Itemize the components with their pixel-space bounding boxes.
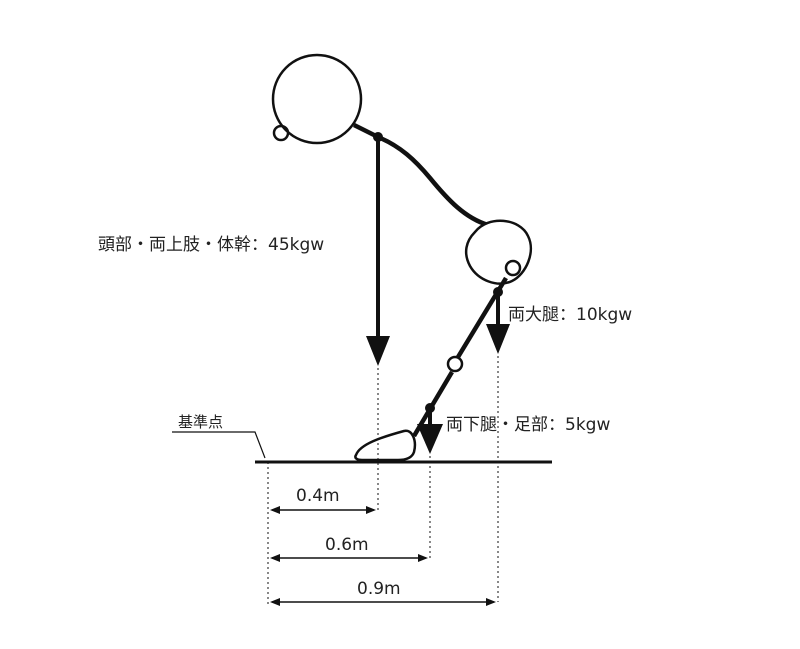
dimension-line-1	[270, 506, 376, 514]
figure	[271, 53, 533, 462]
leg-cog-dot	[425, 403, 435, 413]
label-lower-legs-feet: 両下腿・足部：5kgw	[446, 415, 610, 435]
label-thighs: 両大腿：10kgw	[508, 305, 632, 325]
shoulder-dot	[373, 132, 383, 142]
foot	[354, 429, 417, 462]
label-reference-point: 基準点	[178, 413, 223, 431]
dimension-line-2	[270, 554, 428, 562]
hip-joint	[504, 259, 522, 277]
reference-leader	[172, 431, 266, 459]
force-arrow-thigh	[486, 296, 510, 354]
thigh-cog-dot	[493, 287, 503, 297]
dimension-line-3	[270, 598, 496, 606]
knee-joint	[446, 355, 464, 373]
label-distance-2: 0.6m	[325, 535, 369, 555]
trunk-line	[352, 122, 489, 228]
ear	[272, 124, 290, 142]
head	[271, 53, 363, 145]
pelvis	[464, 219, 533, 285]
label-distance-3: 0.9m	[357, 579, 401, 599]
force-arrow-lower-leg	[417, 410, 443, 454]
force-arrow-trunk	[366, 140, 390, 366]
label-distance-1: 0.4m	[296, 486, 340, 506]
label-head-arms-trunk: 頭部・両上肢・体幹：45kgw	[98, 234, 324, 255]
